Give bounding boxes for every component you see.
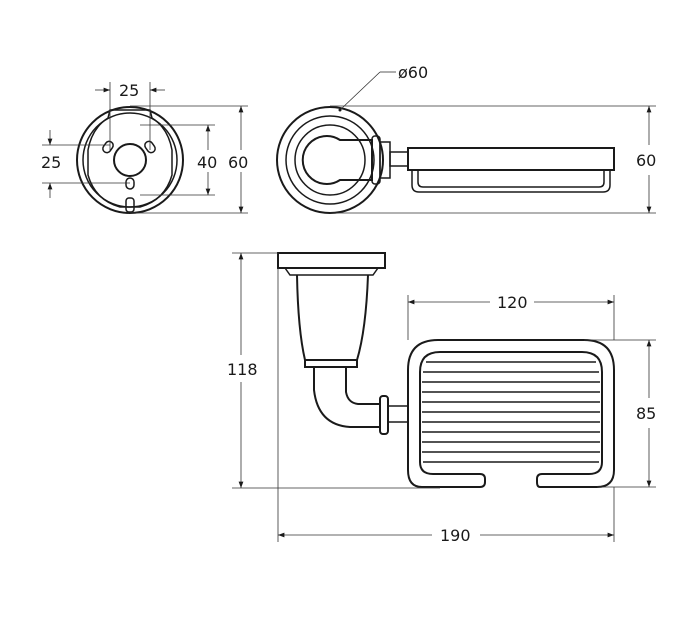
dim-diameter: ø60 <box>398 63 428 82</box>
dim-basket-height: 85 <box>636 404 656 423</box>
front-dimensions <box>42 82 248 214</box>
top-dimensions <box>330 71 656 214</box>
dim-hole-height: 25 <box>41 153 61 172</box>
dim-hole-width: 25 <box>119 81 139 100</box>
side-dimensions <box>232 252 656 542</box>
dim-basket-width: 120 <box>497 293 528 312</box>
side-view <box>277 252 615 488</box>
top-view <box>276 106 615 214</box>
dim-top-height: 60 <box>636 151 656 170</box>
dim-outer: 60 <box>228 153 248 172</box>
dim-inner: 40 <box>197 153 217 172</box>
dim-total-width: 190 <box>440 526 471 545</box>
dim-total-height: 118 <box>227 360 258 379</box>
front-view <box>76 106 184 214</box>
